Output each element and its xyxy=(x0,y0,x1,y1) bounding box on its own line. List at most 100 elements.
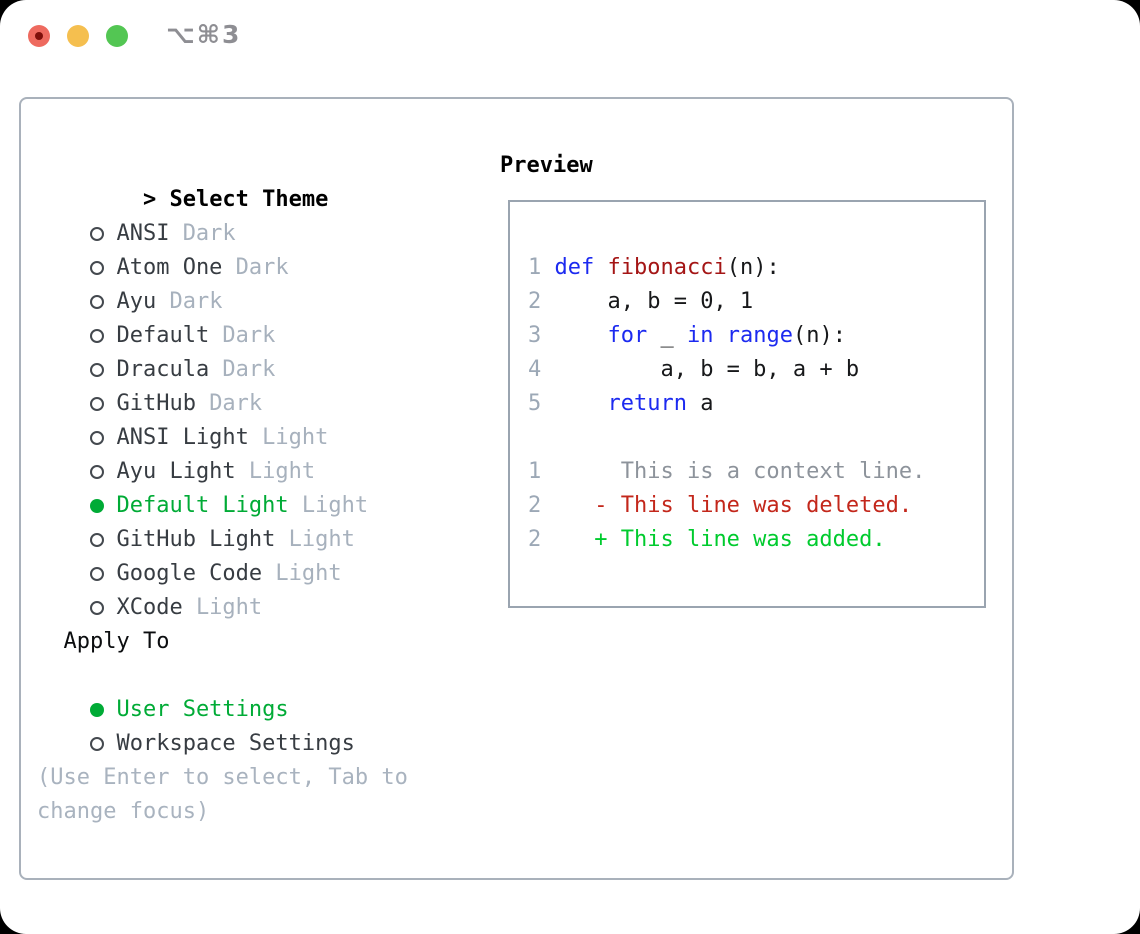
theme-list-item[interactable]: Ayu Light Light xyxy=(37,421,408,484)
code-segment xyxy=(541,459,620,484)
code-segment xyxy=(541,255,554,280)
code-segment: 1 xyxy=(528,255,542,280)
code-line: 1 This is a context line. xyxy=(528,455,984,489)
theme-list-item[interactable]: ANSI Dark xyxy=(37,183,408,246)
code-segment xyxy=(594,255,607,280)
theme-list-item[interactable]: ANSI Light Light xyxy=(37,387,408,450)
code-segment: range xyxy=(726,323,793,348)
window-controls xyxy=(28,25,128,47)
theme-name: Default xyxy=(116,323,210,348)
theme-list-item[interactable]: GitHub Light Light xyxy=(37,489,408,552)
theme-variant-tag: Dark xyxy=(235,255,289,280)
radio-icon xyxy=(89,353,116,387)
close-button-icon[interactable] xyxy=(28,25,50,47)
theme-variant-tag: Light xyxy=(288,527,355,552)
help-text-line: (Use Enter to select, Tab to xyxy=(37,765,408,790)
code-segment: in xyxy=(686,323,714,348)
code-segment: 1 xyxy=(528,459,542,484)
code-segment: 2 xyxy=(528,527,542,552)
theme-name: Default Light xyxy=(116,493,289,518)
code-line: 4 a, b = b, a + b xyxy=(528,353,984,387)
code-line: 5 return a xyxy=(528,387,984,421)
theme-name: ANSI Light xyxy=(116,425,249,450)
theme-variant-tag: Light xyxy=(262,425,329,450)
radio-icon xyxy=(89,217,116,251)
code-segment xyxy=(541,493,594,518)
code-segment: 5 xyxy=(528,391,542,416)
preview-title: Preview xyxy=(500,153,593,178)
radio-icon xyxy=(89,557,116,591)
code-line xyxy=(528,421,984,455)
theme-name: GitHub xyxy=(116,391,196,416)
theme-variant-tag: Dark xyxy=(182,221,236,246)
theme-variant-tag: Light xyxy=(195,595,263,620)
option-name: User Settings xyxy=(116,697,289,722)
theme-list-item[interactable]: Ayu Dark xyxy=(37,251,408,314)
code-segment: + This line was added. xyxy=(594,527,886,552)
theme-list-item[interactable]: Default Dark xyxy=(37,285,408,348)
theme-name: Dracula xyxy=(116,357,210,382)
radio-icon xyxy=(89,285,116,319)
theme-name: XCode xyxy=(116,595,183,620)
theme-variant-tag: Dark xyxy=(222,323,276,348)
apply-to-option[interactable]: Workspace Settings xyxy=(37,693,408,756)
theme-list-item[interactable]: XCode Light xyxy=(37,557,408,620)
code-segment: 2 xyxy=(528,493,542,518)
radio-icon xyxy=(89,455,116,489)
help-text-line: change focus) xyxy=(37,799,210,824)
window-title: ⌥⌘3 xyxy=(166,20,242,49)
theme-variant-tag: Light xyxy=(275,561,342,586)
code-line: 2 a, b = 0, 1 xyxy=(528,285,984,319)
theme-list-item[interactable]: Google Code Light xyxy=(37,523,408,586)
theme-variant-tag: Dark xyxy=(222,357,276,382)
radio-icon xyxy=(89,387,116,421)
code-segment: - This line was deleted. xyxy=(594,493,913,518)
code-segment: def xyxy=(554,255,595,280)
apply-to-option[interactable]: User Settings xyxy=(37,659,408,722)
theme-list-item[interactable]: GitHub Dark xyxy=(37,353,408,416)
code-line: 2 + This line was added. xyxy=(528,523,984,557)
code-segment: _ xyxy=(647,323,687,348)
theme-variant-tag: Dark xyxy=(209,391,263,416)
radio-icon xyxy=(89,693,116,727)
select-theme-title: Select Theme xyxy=(169,187,329,212)
code-segment: (n): xyxy=(792,323,846,348)
radio-icon xyxy=(89,251,116,285)
theme-variant-tag: Dark xyxy=(169,289,223,314)
code-line: 2 - This line was deleted. xyxy=(528,489,984,523)
theme-name: ANSI xyxy=(116,221,170,246)
code-segment: fibonacci xyxy=(607,255,727,280)
zoom-button-icon[interactable] xyxy=(106,25,128,47)
radio-icon xyxy=(89,727,116,761)
code-segment: return xyxy=(607,391,687,416)
code-segment xyxy=(713,323,726,348)
code-segment: a, b = 0, 1 xyxy=(541,289,754,314)
code-line: 1 def fibonacci(n): xyxy=(528,251,984,285)
radio-icon xyxy=(89,523,116,557)
code-segment: (n): xyxy=(726,255,780,280)
radio-icon xyxy=(89,489,116,523)
theme-name: Google Code xyxy=(116,561,263,586)
radio-icon xyxy=(89,421,116,455)
theme-name: GitHub Light xyxy=(116,527,276,552)
prompt-icon: > xyxy=(142,187,157,212)
option-name: Workspace Settings xyxy=(116,731,355,756)
code-segment: 4 xyxy=(528,357,542,382)
theme-list-item[interactable]: Dracula Dark xyxy=(37,319,408,382)
code-segment xyxy=(541,527,594,552)
code-segment: for xyxy=(607,323,648,348)
select-theme-header: > Select Theme xyxy=(37,149,408,212)
radio-icon xyxy=(89,319,116,353)
radio-icon xyxy=(89,591,116,625)
minimize-button-icon[interactable] xyxy=(67,25,89,47)
theme-name: Ayu Light xyxy=(116,459,236,484)
code-segment: 3 xyxy=(528,323,542,348)
theme-name: Ayu xyxy=(116,289,157,314)
